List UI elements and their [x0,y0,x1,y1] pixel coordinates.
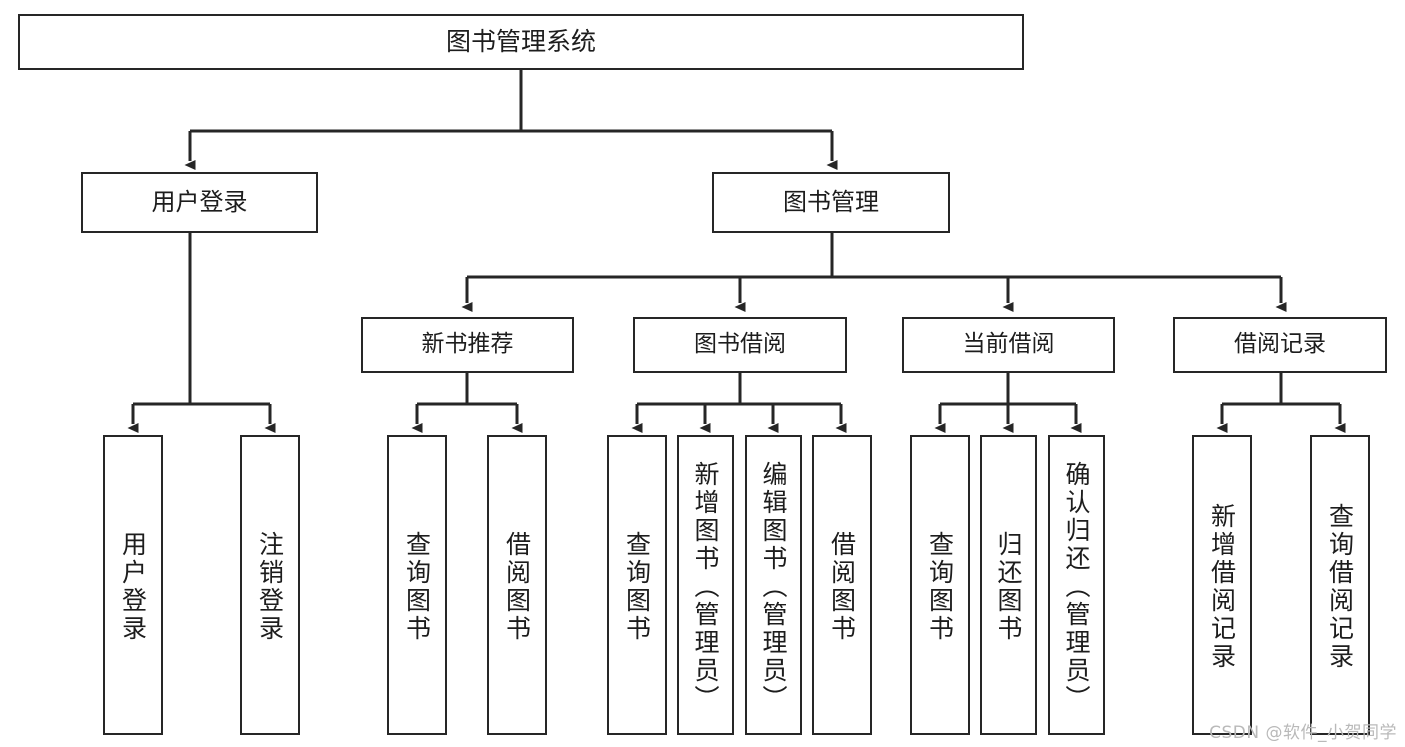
node-borrow-record[interactable]: 借阅记录 [1173,317,1387,373]
node-book-borrow[interactable]: 图书借阅 [633,317,847,373]
leaf-recommend-borrow-book[interactable]: 借阅图书 [487,435,547,735]
leaf-record-query-record[interactable]: 查询借阅记录 [1310,435,1370,735]
node-current-borrow[interactable]: 当前借阅 [902,317,1115,373]
node-label: 查询图书 [925,531,955,643]
leaf-borrow-edit-book-admin[interactable]: 编辑图书（管理员） [745,435,802,735]
leaf-borrow-borrow-book[interactable]: 借阅图书 [812,435,872,735]
node-label: 查询图书 [622,531,652,643]
leaf-record-add-record[interactable]: 新增借阅记录 [1192,435,1252,735]
leaf-user-login-signout[interactable]: 注销登录 [240,435,300,735]
leaf-borrow-add-book-admin[interactable]: 新增图书（管理员） [677,435,734,735]
node-label: 新增图书（管理员） [691,461,720,713]
node-label: 借阅记录 [1234,331,1326,358]
leaf-recommend-query-book[interactable]: 查询图书 [387,435,447,735]
node-label: 查询图书 [402,531,432,643]
node-label: 借阅图书 [502,531,532,643]
node-label: 新增借阅记录 [1207,503,1237,671]
node-label: 确认归还（管理员） [1062,461,1091,713]
leaf-borrow-query-book[interactable]: 查询图书 [607,435,667,735]
watermark-text: CSDN @软件_小贺同学 [1209,723,1397,743]
node-label: 用户登录 [118,531,148,643]
node-label: 归还图书 [994,531,1023,643]
node-label: 新书推荐 [421,331,514,358]
node-book-management[interactable]: 图书管理 [712,172,950,233]
node-label: 图书管理系统 [445,27,596,56]
leaf-current-return-book[interactable]: 归还图书 [980,435,1037,735]
leaf-user-login-signin[interactable]: 用户登录 [103,435,163,735]
leaf-current-confirm-return-admin[interactable]: 确认归还（管理员） [1048,435,1105,735]
node-label: 图书管理 [783,188,879,217]
node-label: 查询借阅记录 [1325,503,1355,671]
node-root-system[interactable]: 图书管理系统 [18,14,1024,70]
node-new-book-recommend[interactable]: 新书推荐 [361,317,574,373]
node-label: 借阅图书 [827,531,857,643]
node-label: 图书借阅 [694,331,786,358]
node-label: 当前借阅 [962,331,1055,358]
leaf-current-query-book[interactable]: 查询图书 [910,435,970,735]
node-label: 注销登录 [255,531,285,643]
node-user-login[interactable]: 用户登录 [81,172,318,233]
node-label: 用户登录 [151,188,248,217]
node-label: 编辑图书（管理员） [759,461,788,713]
